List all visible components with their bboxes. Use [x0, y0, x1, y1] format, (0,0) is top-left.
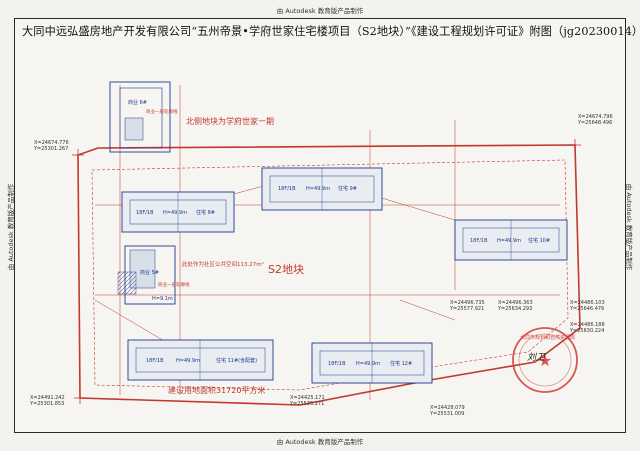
building-10-name: 住宅 10# [528, 238, 551, 244]
building-10-floors: 18F/1B [470, 238, 488, 244]
building-11-height: H=49.9m [176, 358, 200, 364]
building-10 [454, 219, 568, 261]
building-10-height: H=49.9m [497, 238, 521, 244]
building-12-floors: 18F/1B [328, 361, 346, 367]
corner-marks [72, 139, 581, 404]
stamp-signature: 刘卫 [527, 353, 546, 363]
watermark-top: 由 Autodesk 教育版产品制作 [276, 7, 364, 15]
setback-line [91, 159, 569, 391]
building-12 [311, 342, 433, 384]
north-note: 北侧地块为学府世家一期 [186, 117, 274, 126]
building-11-floors: 18F/1B [146, 358, 164, 364]
building-9-height: H=49.9m [306, 186, 330, 192]
building-11 [127, 339, 274, 381]
commercial-6-note: 商业一层轮廓线 [146, 110, 178, 115]
building-11-name: 住宅 11#(含配套) [216, 358, 258, 364]
stamp-text: 大同市规划和自然资源局 [520, 335, 576, 341]
commercial-5-label: 商业 5# [140, 270, 159, 276]
building-9-name: 住宅 9# [338, 186, 357, 192]
area-note: 建设用地面积31720平方米 [168, 386, 266, 395]
public-space-note: 此处作为社区公共空间113.27m² [182, 262, 264, 268]
building-8-floors: 18F/1B [136, 210, 154, 216]
official-stamp: ★ [512, 327, 578, 393]
commercial-5-note: 商业一层轮廓线 [158, 283, 190, 288]
commercial-6 [109, 81, 171, 153]
svg-text:★: ★ [538, 351, 552, 370]
parcel-label: S2地块 [268, 263, 304, 276]
building-8-height: H=49.9m [163, 210, 187, 216]
commercial-5 [117, 245, 176, 305]
site-boundary [77, 144, 581, 406]
commercial-6-label: 商业 6# [128, 100, 147, 106]
commercial-5-height: H=9.1m [152, 296, 173, 302]
building-9-floors: 18F/1B [278, 186, 296, 192]
page-title: 大同中远弘盛房地产开发有限公司“五州帝景•学府世家住宅楼项目（S2地块）”《建设… [22, 25, 640, 38]
building-9 [261, 167, 383, 211]
building-12-name: 住宅 12# [390, 361, 413, 367]
watermark-bottom: 由 Autodesk 教育版产品制作 [276, 438, 364, 446]
building-8 [121, 191, 235, 233]
building-8-name: 住宅 8# [196, 210, 215, 216]
building-12-height: H=49.9m [356, 361, 380, 367]
